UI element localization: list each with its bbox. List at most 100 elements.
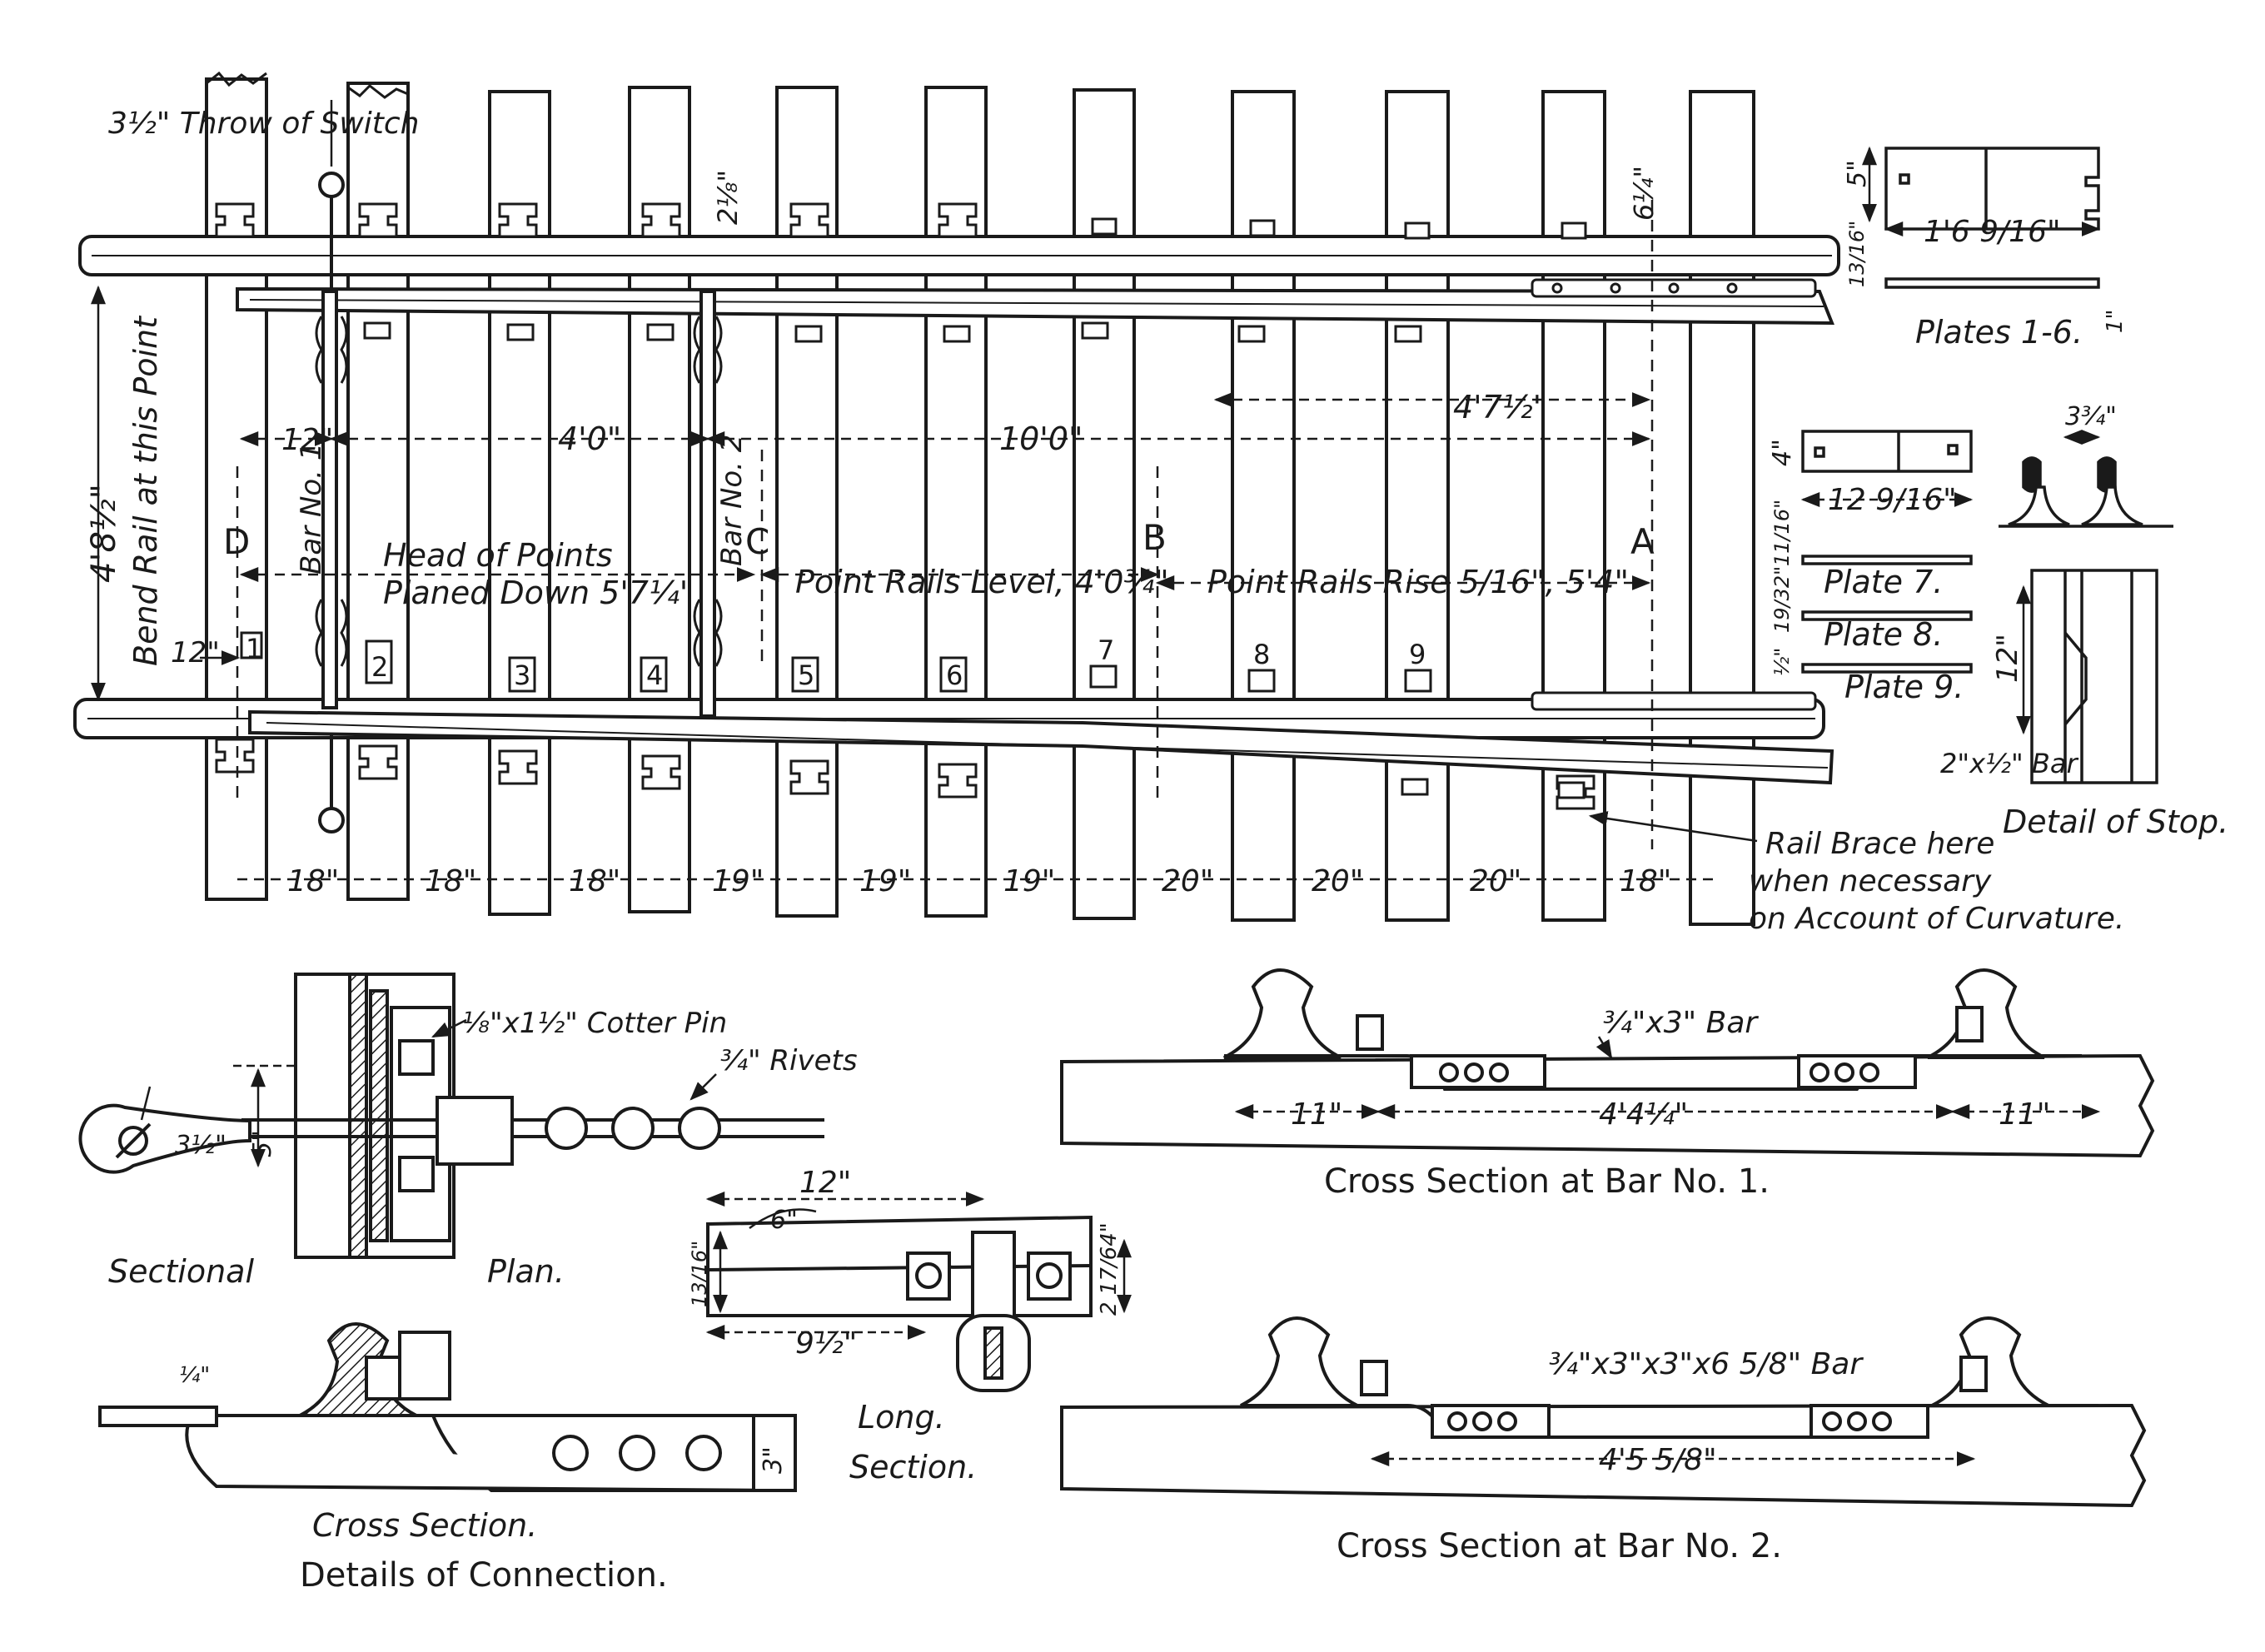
bar-no-1-label: Bar No. 1 xyxy=(295,443,328,575)
fastenings xyxy=(215,202,1595,810)
sectional-plan xyxy=(78,973,824,1259)
plates-dim-4: 4" xyxy=(1768,439,1797,466)
tie-spacing: 19" xyxy=(712,864,764,898)
tie-spacing: 19" xyxy=(859,864,911,898)
long-dim-2-17: 2 17/64" xyxy=(1097,1222,1122,1316)
bar2-bar-label: ¾"x3"x3"x6 5/8" Bar xyxy=(1549,1347,1864,1381)
plates-detail xyxy=(1801,147,2100,674)
dim-2-1-8: 2⅛" xyxy=(712,170,744,225)
long-section-label-1: Long. xyxy=(858,1399,945,1436)
rail-brace-note-2: when necessary xyxy=(1749,864,1992,898)
point-rails-rise: Point Rails Rise 5/16", 5'4" xyxy=(1207,564,1629,600)
rivets-label: ¾" Rivets xyxy=(720,1044,858,1077)
dim-6-1-4: 6¼" xyxy=(1628,166,1660,221)
plate-number-7: 7 xyxy=(1098,634,1114,666)
head-of-points-2: Planed Down 5'7¼" xyxy=(383,575,694,611)
plate-7-top xyxy=(1801,430,1973,473)
rails xyxy=(73,235,1840,785)
gauge-label: 4'8½" xyxy=(85,484,123,583)
long-dim-6: 6" xyxy=(770,1206,798,1235)
tie xyxy=(1073,88,1136,920)
point-a-label: A xyxy=(1630,521,1655,562)
plate-9-label: Plate 9. xyxy=(1844,669,1964,705)
stop-caption: Detail of Stop. xyxy=(2003,804,2228,840)
bar1-caption: Cross Section at Bar No. 1. xyxy=(1324,1162,1770,1201)
tie-spacing: 18" xyxy=(1620,864,1671,898)
tie-spacing: 19" xyxy=(1003,864,1055,898)
plates-dim-19-32: 19/32" xyxy=(1770,566,1794,633)
bar2-dim-mid: 4'5 5/8" xyxy=(1599,1443,1717,1477)
point-d-label: D xyxy=(223,521,250,562)
plate-number-1: 1 xyxy=(246,633,262,664)
details-of-connection-title: Details of Connection. xyxy=(300,1556,668,1595)
tie xyxy=(1385,90,1450,922)
stop-detail xyxy=(1999,456,2173,784)
head-of-points-1: Head of Points xyxy=(383,537,613,574)
bar-no-2 xyxy=(699,290,716,718)
plan-label: Plan. xyxy=(487,1253,565,1290)
rail-brace-note-1: Rail Brace here xyxy=(1765,827,1994,861)
bar1-bar-label: ¾"x3" Bar xyxy=(1603,1006,1759,1040)
long-dim-13-16: 13/16" xyxy=(688,1241,711,1307)
plate-number-3: 3 xyxy=(514,659,530,691)
conn-cross-section-label: Cross Section. xyxy=(312,1507,537,1544)
switch-rod-eye xyxy=(318,172,345,198)
long-dim-9-5: 9½" xyxy=(795,1326,857,1361)
plates-dim-11-16: 11/16" xyxy=(1770,500,1794,566)
rail-brace-note-3: on Account of Curvature. xyxy=(1749,902,2124,936)
plate-number-9: 9 xyxy=(1409,639,1426,670)
tie-spacing: 20" xyxy=(1162,864,1213,898)
bar2-caption: Cross Section at Bar No. 2. xyxy=(1337,1527,1782,1565)
conn-dim-3-5: 3½" xyxy=(175,1131,226,1160)
tie-spacing: 18" xyxy=(569,864,620,898)
long-section xyxy=(706,1215,1093,1392)
plate-8 xyxy=(1801,610,1973,621)
point-c-label: C xyxy=(745,521,769,562)
bar1-dim-mid: 4'4¼" xyxy=(1599,1097,1688,1132)
point-rail-top xyxy=(236,286,1834,326)
plate-number-6: 6 xyxy=(946,659,963,691)
plate-number-5: 5 xyxy=(798,659,814,691)
stop-dim-3-4: 3¾" xyxy=(2065,402,2117,431)
dim-12-top: 12" xyxy=(281,423,333,457)
sectional-label: Sectional xyxy=(108,1253,254,1290)
stop-bar-label: 2"x½" Bar xyxy=(1940,748,2078,779)
switch-bars xyxy=(315,172,723,833)
plates-1-6-label: Plates 1-6. xyxy=(1915,314,2083,351)
long-section-label-2: Section. xyxy=(849,1449,977,1485)
plate-7-label: Plate 7. xyxy=(1824,564,1943,600)
plates-dim-5: 5" xyxy=(1843,160,1872,187)
plates-dim-1: 1" xyxy=(2103,309,2128,333)
tie xyxy=(1231,90,1296,922)
conn-dim-5: 5" xyxy=(248,1130,277,1157)
plate-9 xyxy=(1801,663,1973,674)
dim-10-0: 10'0" xyxy=(999,420,1083,457)
point-rails-level: Point Rails Level, 4'0¾" xyxy=(795,564,1169,600)
tie xyxy=(1689,90,1755,926)
cotter-pin-label: ⅛"x1½" Cotter Pin xyxy=(462,1007,727,1040)
dim-4-0: 4'0" xyxy=(558,420,621,457)
ties xyxy=(205,77,1755,926)
plate-8-label: Plate 8. xyxy=(1824,616,1943,653)
long-dim-12: 12" xyxy=(799,1166,851,1200)
tie-spacing: 18" xyxy=(425,864,476,898)
dim-4-7: 4'7½" xyxy=(1453,389,1547,425)
conn-dim-3: 3" xyxy=(759,1446,788,1474)
bar1-dim-11-right: 11" xyxy=(1999,1097,2050,1132)
bend-rail-label: Bend Rail at this Point xyxy=(127,315,164,666)
plate-7 xyxy=(1801,555,1973,565)
bar1-dim-11-left: 11" xyxy=(1291,1097,1342,1132)
tie-spacing: 20" xyxy=(1312,864,1363,898)
dim-12-left: 12" xyxy=(171,636,220,669)
plates-dim-13-16: 13/16" xyxy=(1845,221,1869,287)
bar-no-2-label: Bar No. 2 xyxy=(715,435,749,566)
bar2-cross-section xyxy=(1060,1316,2147,1508)
tie-spacing: 18" xyxy=(287,864,339,898)
plate-number-2: 2 xyxy=(371,651,388,683)
plates-dim-half: ½" xyxy=(1770,648,1794,676)
conn-dim-1-4: ¼" xyxy=(179,1363,210,1388)
plates-dim-1-6: 1'6 9/16" xyxy=(1924,215,2061,249)
point-b-label: B xyxy=(1142,517,1167,558)
point-rail-bottom xyxy=(248,709,1834,785)
